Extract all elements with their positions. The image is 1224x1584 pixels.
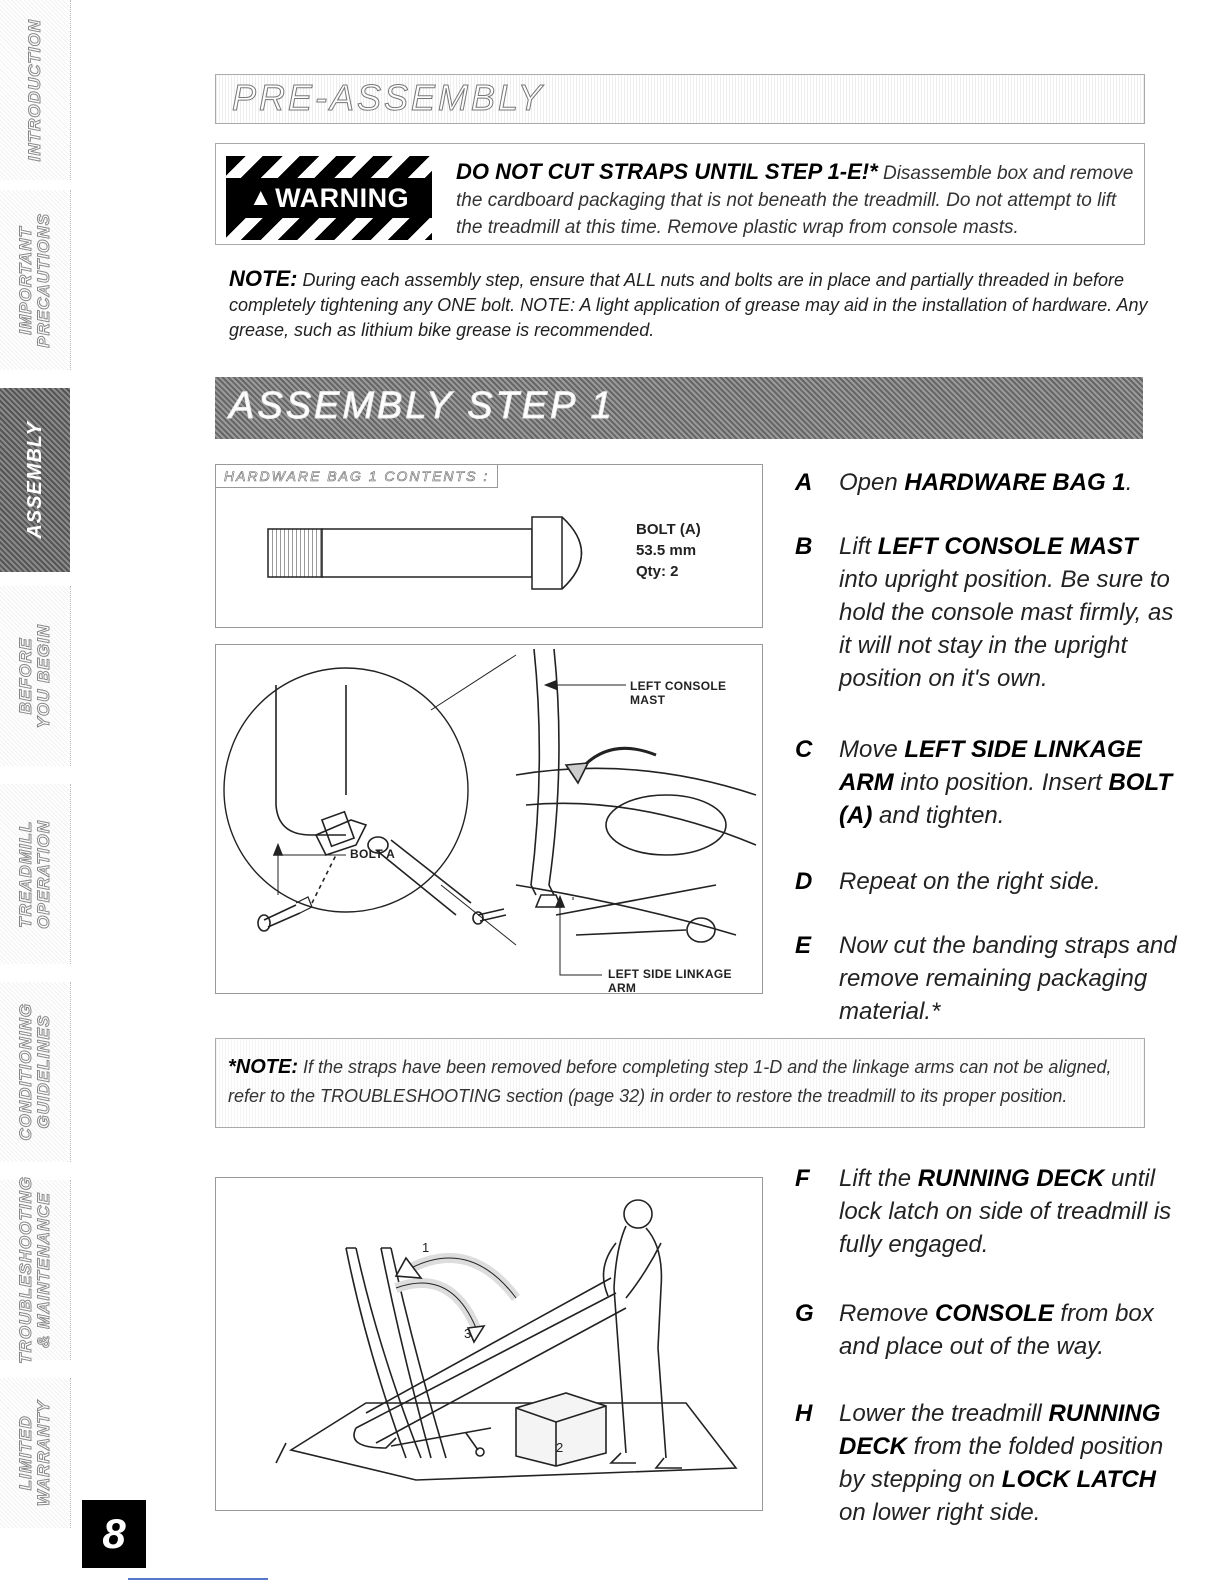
instruction-letter: B <box>795 533 813 560</box>
warning-stripes-top <box>226 156 432 178</box>
instruction-body: Remove CONSOLE from box and place out of… <box>839 1297 1179 1363</box>
instruction-pre: Remove <box>839 1300 936 1327</box>
side-tab-6: TROUBLESHOOTING & MAINTENANCE <box>0 1176 71 1364</box>
side-tab-label: INTRODUCTION <box>25 18 45 162</box>
step1-figure-mast: LEFT CONSOLE MAST BOLT A LEFT SIDE LINKA… <box>215 644 763 995</box>
instruction-pre: Lift <box>839 533 878 560</box>
warning-stripes-bottom <box>226 218 432 240</box>
instruction-body: Lift LEFT CONSOLE MAST into upright posi… <box>839 530 1179 695</box>
instruction-body: Now cut the banding straps and remove re… <box>839 929 1179 1028</box>
instruction-pre: Now cut the banding straps and remove re… <box>839 932 1177 1025</box>
warning-word: WARNING <box>275 182 410 213</box>
instruction-bold: CONSOLE <box>935 1300 1054 1327</box>
instruction-bold: LEFT SIDE LINKAGE ARM <box>839 736 1142 796</box>
label-left-console-mast: LEFT CONSOLE MAST <box>630 679 727 707</box>
instruction-bold2: LOCK LATCH <box>1001 1466 1156 1493</box>
side-tab-label: ASSEMBLY <box>24 421 46 539</box>
instruction-letter: E <box>795 932 812 959</box>
bolt-length: 53.5 mm <box>636 542 697 559</box>
side-tab-0: INTRODUCTION <box>0 0 71 180</box>
instruction-bold: RUNNING DECK <box>839 1400 1161 1460</box>
instruction-body: Open HARDWARE BAG 1. <box>839 466 1179 499</box>
bolt-name: BOLT (A) <box>636 521 701 538</box>
bolt-spec: BOLT (A) 53.5 mm Qty: 2 <box>636 519 701 582</box>
instruction-body: Repeat on the right side. <box>839 865 1179 898</box>
note-lead: NOTE: <box>229 266 298 291</box>
warning-sign: ▲ WARNING <box>226 156 432 240</box>
warning-triangle-icon: ▲ <box>248 184 274 211</box>
bolt-qty: Qty: 2 <box>636 563 679 580</box>
side-tab-4: TREADMILL OPERATION <box>0 784 71 964</box>
instruction-bold: LEFT CONSOLE MAST <box>877 533 1138 560</box>
instruction-mid: into upright position. Be sure to hold t… <box>839 566 1174 692</box>
side-tab-label: IMPORTANT PRECAUTIONS <box>16 212 54 348</box>
instruction-body: Lift the RUNNING DECK until lock latch o… <box>839 1162 1179 1261</box>
instruction-bold: HARDWARE BAG 1 <box>904 469 1126 496</box>
side-tab-label: TROUBLESHOOTING & MAINTENANCE <box>16 1176 54 1365</box>
bolt-a-illustration <box>267 516 583 590</box>
mast-assembly-illustration <box>223 648 757 976</box>
side-tab-label: CONDITIONING GUIDELINES <box>16 1003 54 1142</box>
instruction-pre: Lift the <box>839 1165 918 1192</box>
instruction-mid: into position. Insert <box>893 769 1109 796</box>
instruction-letter: G <box>795 1300 814 1327</box>
instruction-mid: until lock latch on side of treadmill is… <box>839 1165 1172 1258</box>
troubleshooting-note: *NOTE: If the straps have been removed b… <box>215 1038 1145 1128</box>
instruction-pre: Open <box>839 469 905 496</box>
instruction-mid: from box and place out of the way. <box>839 1300 1154 1360</box>
instruction-letter: C <box>795 736 813 763</box>
page-link-underline <box>128 1578 268 1580</box>
arrow-label-1: 1 <box>422 1240 430 1255</box>
instruction-pre: Repeat on the right side. <box>839 868 1101 895</box>
warning-label: ▲ WARNING <box>226 180 432 216</box>
instruction-bold2: BOLT (A) <box>839 769 1172 829</box>
label-bolt-a: BOLT A <box>350 847 396 861</box>
pre-assembly-note: NOTE: During each assembly step, ensure … <box>229 266 1159 343</box>
instruction-letter: H <box>795 1400 813 1427</box>
step1-header: ASSEMBLY STEP 1 <box>215 377 1143 439</box>
warning-body: Disassemble box and remove the cardboard… <box>456 163 1134 238</box>
step1-title: ASSEMBLY STEP 1 <box>229 385 615 428</box>
running-deck-illustration <box>275 1199 738 1481</box>
box-label-2: 2 <box>556 1440 564 1455</box>
side-tab-7: LIMITED WARRANTY <box>0 1378 71 1528</box>
side-tab-label: BEFORE YOU BEGIN <box>16 623 54 729</box>
side-tab-2: ASSEMBLY <box>0 388 70 572</box>
instruction-body: Move LEFT SIDE LINKAGE ARM into position… <box>839 733 1179 832</box>
side-tab-5: CONDITIONING GUIDELINES <box>0 982 71 1162</box>
bottom-note-lead: *NOTE: <box>228 1056 298 1078</box>
instruction-letter: A <box>795 469 813 496</box>
bottom-note-body: If the straps have been removed before c… <box>228 1057 1112 1106</box>
instruction-body: Lower the treadmill RUNNING DECK from th… <box>839 1397 1179 1529</box>
pre-assembly-header: PRE-ASSEMBLY <box>215 74 1145 124</box>
instruction-letter: F <box>795 1165 810 1192</box>
side-tab-label: LIMITED WARRANTY <box>16 1399 54 1507</box>
warning-text: DO NOT CUT STRAPS UNTIL STEP 1-E!* Disas… <box>456 158 1136 241</box>
warning-lead: DO NOT CUT STRAPS UNTIL STEP 1-E!* <box>456 159 878 184</box>
instruction-bold: RUNNING DECK <box>917 1165 1105 1192</box>
instruction-pre: Move <box>839 736 905 763</box>
instruction-mid: . <box>1125 469 1133 496</box>
pre-assembly-title: PRE-ASSEMBLY <box>232 77 545 119</box>
side-tab-label: TREADMILL OPERATION <box>16 819 54 929</box>
instruction-mid: from the folded position by stepping on <box>839 1433 1164 1493</box>
warning-box: ▲ WARNING DO NOT CUT STRAPS UNTIL STEP 1… <box>215 143 1145 245</box>
note-body: During each assembly step, ensure that A… <box>229 270 1148 340</box>
instruction-post: and tighten. <box>872 802 1005 829</box>
page-number: 8 <box>82 1500 146 1568</box>
instruction-letter: D <box>795 868 813 895</box>
hardware-label: HARDWARE BAG 1 CONTENTS : <box>216 465 499 488</box>
instruction-pre: Lower the treadmill <box>839 1400 1049 1427</box>
side-tab-3: BEFORE YOU BEGIN <box>0 586 71 766</box>
step1-figure-deck: 1 3 2 <box>215 1177 763 1511</box>
side-tab-1: IMPORTANT PRECAUTIONS <box>0 190 71 370</box>
hardware-box: HARDWARE BAG 1 CONTENTS : BOLT (A) 53.5 … <box>215 464 763 628</box>
troubleshooting-note-text: *NOTE: If the straps have been removed b… <box>228 1053 1133 1111</box>
label-left-side-linkage-arm: LEFT SIDE LINKAGE ARM <box>608 967 732 995</box>
arrow-label-3: 3 <box>464 1326 472 1341</box>
instruction-post: on lower right side. <box>839 1499 1041 1526</box>
